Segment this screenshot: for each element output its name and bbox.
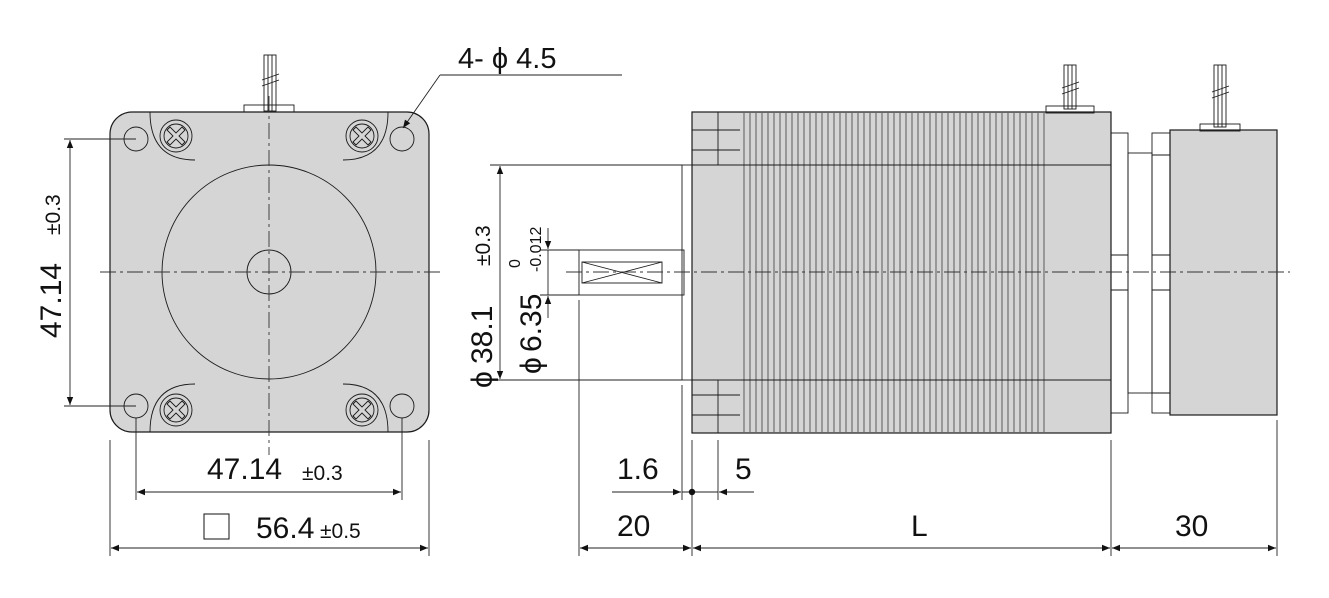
shaft-length-value: 20 <box>617 510 650 543</box>
side-cable-body <box>1045 64 1095 114</box>
side-shaft <box>578 249 685 296</box>
side-pilot <box>681 164 693 381</box>
side-cable-encoder <box>1199 64 1241 132</box>
square-size-value: 56.4 <box>256 512 314 545</box>
side-body <box>691 111 1112 434</box>
flange-thickness-value: 1.6 <box>617 453 659 486</box>
encoder-length-value: 30 <box>1175 510 1208 543</box>
front-screws <box>159 119 379 427</box>
side-body-fins <box>743 113 1045 432</box>
square-size-tol: ±0.5 <box>320 520 361 543</box>
hole-callout: 4- ϕ 4.5 <box>458 43 556 75</box>
side-flange-detail <box>692 112 1111 433</box>
left-height-tol: ±0.3 <box>42 194 65 235</box>
pilot-dia-value: 38.1 <box>466 306 499 364</box>
left-width-value: 47.14 <box>207 453 282 486</box>
pilot-depth-value: 5 <box>735 453 752 486</box>
shaft-dia-tol-upper: 0 <box>507 259 524 268</box>
pilot-dia-tol: ±0.3 <box>472 225 495 266</box>
side-view <box>566 64 1290 434</box>
side-rear-adapter <box>1110 132 1171 414</box>
square-symbol-icon <box>203 513 230 540</box>
side-dimensions: ϕ 38.1 ±0.3 ϕ 6.35 0 -0.012 1.6 5 20 L 3… <box>466 164 1278 556</box>
shaft-dia-tol-lower: -0.012 <box>528 227 545 272</box>
shaft-dia-value: 6.35 <box>515 294 548 352</box>
left-height-value: 47.14 <box>35 263 68 338</box>
pilot-dia-prefix: ϕ <box>466 371 499 388</box>
side-encoder <box>1169 129 1278 416</box>
body-length-value: L <box>911 510 928 543</box>
left-width-tol: ±0.3 <box>302 462 343 485</box>
shaft-dia-prefix: ϕ <box>515 357 548 374</box>
front-view <box>100 54 442 455</box>
front-dimensions: 4- ϕ 4.5 47.14 ±0.3 47.14 ±0.3 56.4 ±0.5 <box>35 43 622 556</box>
